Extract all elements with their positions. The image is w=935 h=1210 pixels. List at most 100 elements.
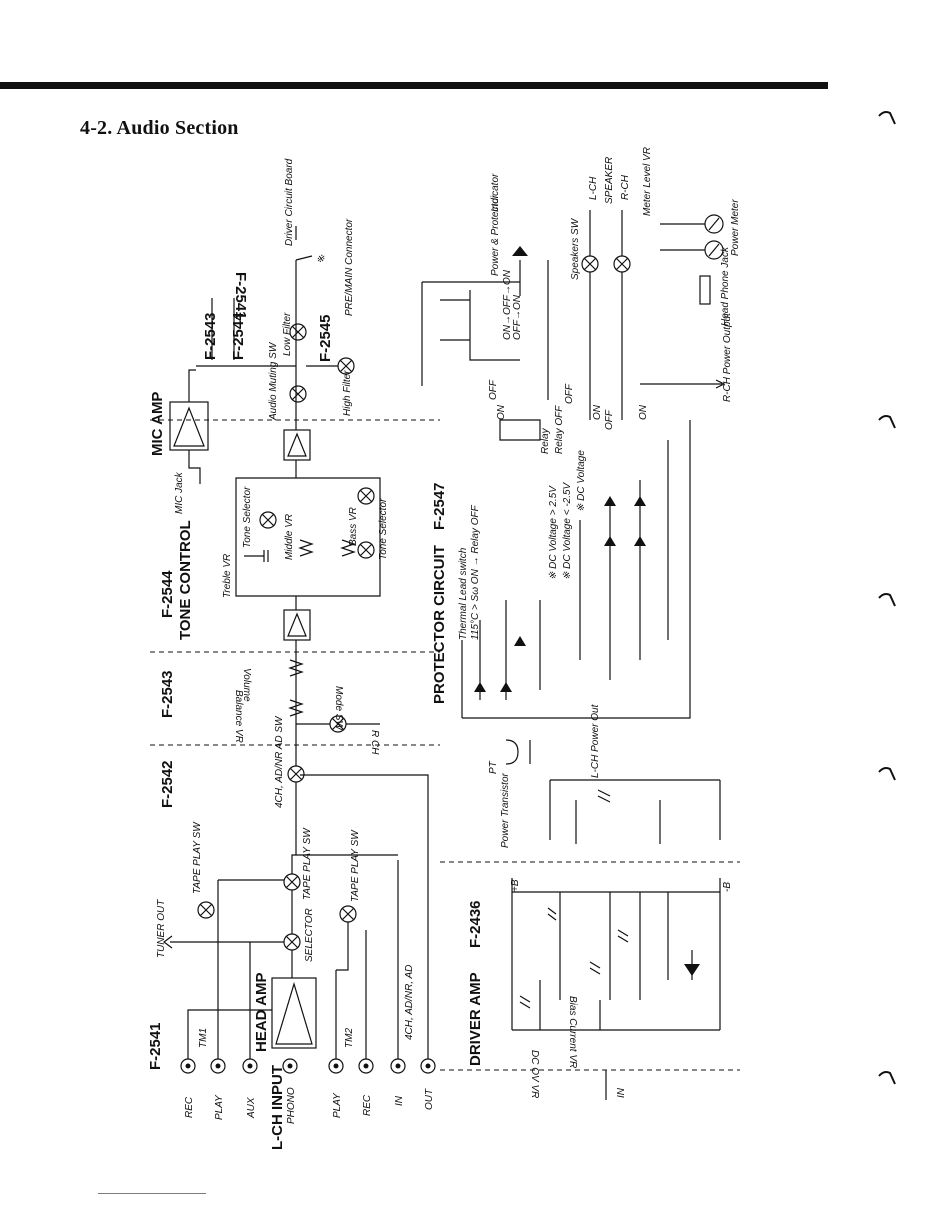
label-dc-voltage: ※ DC Voltage	[576, 450, 587, 512]
block-f2543-b: F-2543	[202, 312, 219, 360]
label-off-1: OFF	[488, 379, 499, 400]
input-label-in: IN	[394, 1095, 405, 1106]
block-f2545: F-2545	[317, 314, 334, 362]
label-4ch-ad-nr-ad-sw: 4CH, AD/NR AD SW	[274, 715, 285, 808]
label-tape-play-sw-2: TAPE PLAY SW	[302, 827, 313, 900]
label-relay: Relay	[540, 427, 551, 454]
scan-mark-5	[878, 1068, 896, 1086]
block-protector: PROTECTOR CIRCUIT	[431, 545, 448, 704]
input-label-rec-2: REC	[362, 1094, 373, 1116]
label-tape-play-sw-3: TAPE PLAY SW	[350, 829, 361, 902]
label-4ch-ad-nr-ad: 4CH, AD/NR, AD	[404, 965, 415, 1040]
label-bass-vr: Bass VR	[348, 507, 359, 546]
power-meters	[660, 214, 724, 260]
label-tm2: TM2	[344, 1028, 355, 1048]
block-mic-amp: MIC AMP	[149, 392, 166, 456]
label-high-filter: High Filter	[342, 370, 353, 416]
block-f2544: F-2544	[159, 570, 176, 618]
label-head-phone-jack: Head Phone Jack	[720, 246, 731, 326]
label-speaker: SPEAKER	[604, 157, 615, 204]
tone-buffer-block	[283, 609, 311, 641]
block-f2542: F-2542	[159, 760, 176, 808]
label-r-ch: R CH	[369, 730, 380, 755]
label-on-off-on: ON→OFF→ON	[502, 269, 513, 340]
driver-amp-network	[511, 878, 721, 1031]
top-rule	[0, 82, 828, 89]
block-tone-control: TONE CONTROL	[177, 520, 194, 640]
label-bias-current-vr: Bias Current VR	[567, 996, 578, 1068]
label-pre-main-connector: PRE/MAIN Connector	[344, 218, 355, 316]
protector-network	[461, 419, 691, 719]
label-r-ch-power-output: R-CH Power Output	[722, 312, 733, 402]
label-in: IN	[616, 1087, 627, 1098]
label-power-protector: Power & Protector	[490, 194, 501, 276]
audio-muting-lamp	[289, 385, 307, 403]
label-volume: Volume	[241, 668, 252, 702]
tone-selector-lamp	[259, 511, 277, 529]
label-plus-b: +B	[510, 879, 521, 892]
footer-line	[98, 1193, 206, 1194]
label-tuner-out: TUNER OUT	[156, 899, 167, 958]
tone-selector-lamp-2	[357, 487, 375, 505]
tone-selector-lamp-3	[357, 541, 375, 559]
input-label-aux: AUX	[246, 1097, 257, 1119]
power-protector-network	[421, 246, 549, 400]
label-selector: SELECTOR	[304, 908, 315, 962]
input-label-rec: REC	[184, 1096, 195, 1118]
block-f2541: F-2541	[147, 1022, 164, 1070]
label-dc-voltage-lt: ※ DC Voltage < -2.5V	[562, 481, 573, 580]
page-title: 4-2. Audio Section	[80, 117, 239, 139]
scan-mark-1	[878, 108, 896, 126]
label-dc-ov-vr: DC OV VR	[529, 1050, 540, 1098]
speaker-lamps	[581, 210, 631, 420]
label-on-3: ON	[638, 404, 649, 420]
input-jacks	[180, 1058, 436, 1074]
label-treble-vr: Treble VR	[222, 554, 233, 598]
label-tape-play-sw-1: TAPE PLAY SW	[192, 821, 203, 894]
label-thermal-lead-switch: Thermal Lead switch	[458, 547, 469, 640]
input-label-play: PLAY	[214, 1094, 225, 1120]
block-driver-amp: DRIVER AMP	[467, 972, 484, 1066]
label-power-meter: Power Meter	[730, 199, 741, 256]
mute-buffer-block	[283, 429, 311, 461]
label-mode-sw: Mode SW	[333, 686, 344, 731]
label-pt: PT	[488, 760, 499, 774]
label-thermal-note: 115°C > Sω ON → Relay OFF	[470, 504, 481, 640]
label-tone-selector-2: Tone Selector	[378, 498, 389, 560]
label-low-filter: Low Filter	[282, 312, 293, 356]
label-off-3: OFF	[604, 409, 615, 430]
block-f2544-b: F-2544	[230, 312, 247, 360]
tape-play-sw-lamps	[197, 873, 357, 951]
head-phone-jack-symbol	[699, 275, 711, 305]
scan-mark-2	[878, 412, 896, 430]
label-off-on: OFF→ON	[512, 294, 523, 340]
label-balance-vr: Balance VR	[233, 690, 244, 743]
label-power-transistor: Power Transistor	[500, 772, 511, 848]
label-on-2: ON	[592, 404, 603, 420]
input-label-out: OUT	[424, 1088, 435, 1110]
block-lch-input: L-CH INPUT	[269, 1065, 286, 1150]
block-f2547: F-2547	[431, 482, 448, 530]
label-tone-selector: Tone Selector	[242, 486, 253, 548]
label-on-1: ON	[496, 404, 507, 420]
power-transistor-network	[549, 779, 721, 844]
label-star: ※	[316, 254, 325, 265]
scan-mark-3	[878, 590, 896, 608]
block-f2541-b: F-2541	[232, 272, 249, 320]
block-f2543: F-2543	[159, 670, 176, 718]
input-label-phono: PHONO	[286, 1087, 297, 1124]
label-off-2: OFF	[564, 383, 575, 404]
scan-mark-4	[878, 764, 896, 782]
label-dc-voltage-gt: ※ DC Voltage > 2.5V	[548, 485, 559, 580]
label-minus-b: -B	[722, 882, 733, 892]
label-middle-vr: Middle VR	[284, 514, 295, 560]
label-relay-off: Relay OFF	[554, 405, 565, 454]
low-filter-lamp	[289, 323, 307, 341]
head-amp-block	[271, 977, 317, 1049]
label-driver-circuit-board: Driver Circuit Board	[284, 158, 295, 246]
label-r-ch-speaker: R-CH	[620, 174, 631, 200]
label-indicator: Indicator	[490, 173, 501, 212]
block-head-amp: HEAD AMP	[253, 973, 270, 1052]
label-audio-muting-sw: Audio Muting SW	[268, 341, 279, 421]
